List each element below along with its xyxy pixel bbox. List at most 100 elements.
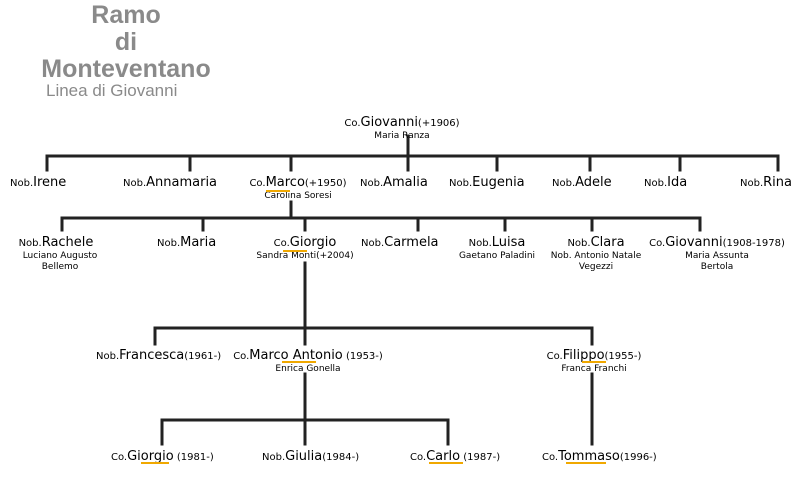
person-annamaria: Nob.Annamaria: [123, 174, 217, 191]
spouse-name: Gaetano Paladini: [458, 251, 536, 261]
title-prefix: Nob.: [567, 238, 591, 249]
person-name: Marco Antonio: [249, 348, 343, 363]
person-dates: (1984-): [322, 452, 360, 463]
person-name: Giovanni: [360, 115, 418, 130]
person-carmela: Nob.Carmela: [361, 234, 439, 251]
title-prefix: Co.: [410, 452, 427, 463]
person-carlo: Co.Carlo (1987-): [410, 448, 500, 465]
title-prefix: Nob.: [552, 178, 576, 189]
person-name: Carlo: [426, 449, 461, 464]
title-prefix: Co.: [249, 178, 266, 189]
spouse-name: Enrica Gonella: [275, 364, 341, 374]
title-prefix: Nob.: [468, 238, 492, 249]
title-prefix: Nob.: [262, 452, 286, 463]
spouse-name: Luciano Augusto Bellemo: [22, 251, 98, 272]
person-name: Annamaria: [146, 175, 218, 190]
person-name: Eugenia: [472, 175, 525, 190]
person-name: Carmela: [384, 235, 439, 250]
person-dates: (1908-1978): [722, 238, 785, 249]
person-giorgio-1981: Co.Giorgio (1981-): [111, 448, 214, 465]
person-giulia: Nob.Giulia(1984-): [262, 448, 359, 465]
person-name: Irene: [33, 175, 67, 190]
person-dates: (1981-): [173, 452, 214, 463]
person-giorgio: Co.Giorgio Sandra Monti(+2004): [256, 234, 353, 262]
spouse-name: Carolina Soresi: [264, 191, 332, 201]
title-prefix: Co.: [649, 238, 666, 249]
title-prefix: Nob.: [449, 178, 473, 189]
spouse-name: Nob. Antonio Natale Vegezzi: [550, 251, 642, 272]
person-name: Rina: [763, 175, 792, 190]
person-name: Luisa: [491, 235, 526, 250]
page-title: Ramo di Monteventano: [18, 2, 234, 83]
title-prefix: Nob.: [740, 178, 764, 189]
person-name: Amalia: [383, 175, 428, 190]
person-rina: Nob.Rina: [740, 174, 792, 191]
person-eugenia: Nob.Eugenia: [449, 174, 525, 191]
connection-underline: [266, 190, 290, 192]
title-prefix: Nob.: [96, 351, 120, 362]
title-prefix: Nob.: [361, 238, 385, 249]
spouse-name: Franca Franchi: [561, 364, 627, 374]
person-tommaso: Co.Tommaso(1996-): [542, 448, 657, 465]
title-prefix: Nob.: [360, 178, 384, 189]
connection-underline: [429, 462, 463, 464]
spouse-name: Sandra Monti(+2004): [256, 251, 354, 261]
person-ida: Nob.Ida: [644, 174, 687, 191]
person-dates: (1961-): [184, 351, 222, 362]
title-prefix: Co.: [111, 452, 128, 463]
title-prefix: Nob.: [10, 178, 34, 189]
person-filippo: Co.Filippo(1955-) Franca Franchi: [547, 347, 642, 375]
title-line-2: di: [114, 28, 138, 56]
person-clara: Nob.Clara Nob. Antonio Natale Vegezzi: [551, 234, 641, 273]
person-dates: (1955-): [604, 351, 642, 362]
spouse-name: Maria Assunta Bertola: [685, 251, 749, 272]
title-prefix: Co.: [542, 452, 559, 463]
person-adele: Nob.Adele: [552, 174, 612, 191]
title-prefix: Nob.: [18, 238, 42, 249]
person-maria: Nob.Maria: [157, 234, 216, 251]
title-line-1: Ramo: [91, 1, 161, 29]
person-name: Marco: [265, 175, 305, 190]
title-prefix: Nob.: [123, 178, 147, 189]
person-name: Ida: [667, 175, 688, 190]
person-name: Giorgio: [127, 449, 174, 464]
connection-underline: [141, 462, 169, 464]
person-dates: (1996-): [619, 452, 657, 463]
person-marco-antonio: Co.Marco Antonio (1953-) Enrica Gonella: [233, 347, 383, 375]
person-francesca: Nob.Francesca(1961-): [96, 347, 221, 364]
person-rachele: Nob.Rachele Luciano Augusto Bellemo: [15, 234, 98, 273]
person-name: Rachele: [41, 235, 94, 250]
person-name: Filippo: [562, 348, 605, 363]
person-name: Giovanni: [665, 235, 723, 250]
person-dates: (1953-): [342, 351, 383, 362]
person-dates: (+1906): [417, 118, 460, 129]
person-irene: Nob.Irene: [10, 174, 66, 191]
title-prefix: Nob.: [644, 178, 668, 189]
person-amalia: Nob.Amalia: [360, 174, 428, 191]
connection-underline: [282, 361, 316, 363]
person-dates: (+1950): [304, 178, 347, 189]
title-prefix: Co.: [546, 351, 563, 362]
connection-underline: [566, 462, 606, 464]
person-dates: (1987-): [460, 452, 501, 463]
person-root-giovanni: Co.Giovanni(+1906) Maria Ranza: [344, 114, 459, 142]
person-name: Maria: [180, 235, 217, 250]
page-subtitle: Linea di Giovanni: [46, 81, 178, 100]
person-name: Adele: [575, 175, 612, 190]
person-name: Giorgio: [289, 235, 337, 250]
person-name: Clara: [590, 235, 625, 250]
person-luisa: Nob.Luisa Gaetano Paladini: [459, 234, 535, 262]
title-prefix: Co.: [273, 238, 290, 249]
person-name: Tommaso: [558, 449, 620, 464]
connection-underline: [283, 250, 307, 252]
title-prefix: Nob.: [157, 238, 181, 249]
spouse-name: Maria Ranza: [374, 131, 430, 141]
title-line-3: Monteventano: [41, 55, 211, 83]
title-prefix: Co.: [233, 351, 250, 362]
person-name: Francesca: [119, 348, 185, 363]
connection-underline: [582, 361, 606, 363]
person-marco: Co.Marco(+1950) Carolina Soresi: [249, 174, 346, 202]
title-prefix: Co.: [344, 118, 361, 129]
person-name: Giulia: [285, 449, 323, 464]
